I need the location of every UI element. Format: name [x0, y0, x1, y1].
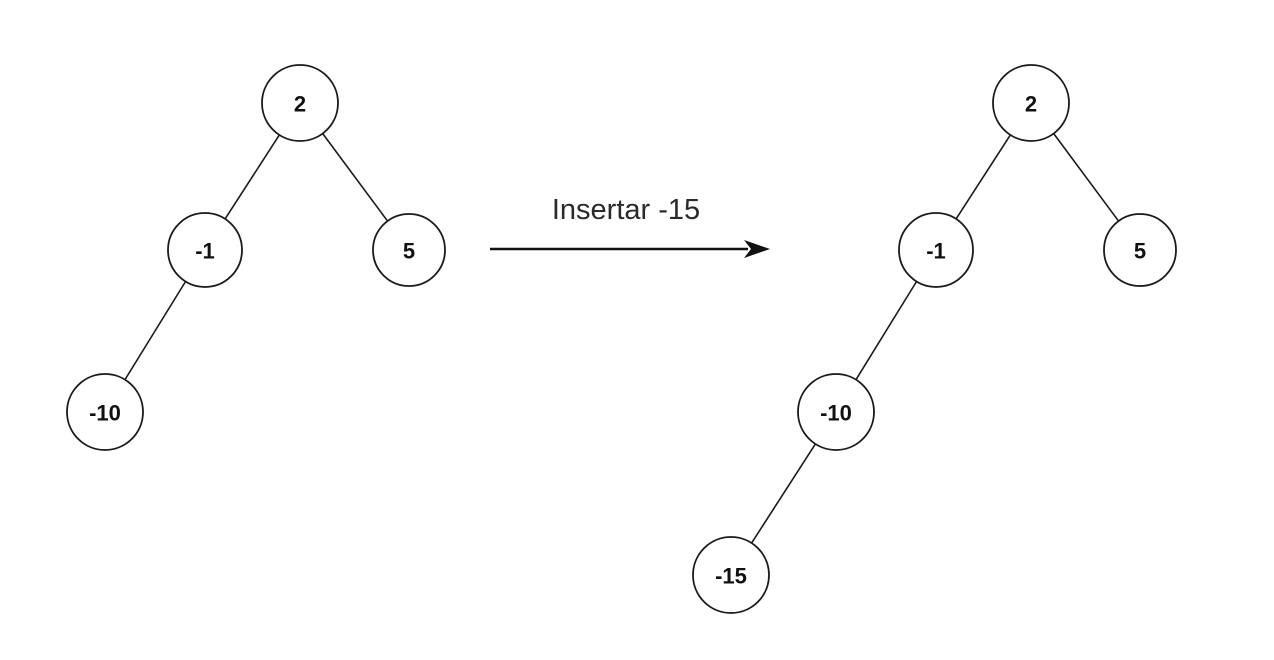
tree-node[interactable]: 2	[261, 64, 339, 142]
tree-node[interactable]: 5	[372, 213, 446, 287]
tree-edge	[321, 132, 389, 222]
tree-node-circle	[66, 373, 144, 451]
tree-edges-layer	[124, 132, 1120, 544]
tree-node-circle	[372, 213, 446, 287]
tree-edge	[750, 443, 817, 544]
tree-node-circle	[261, 64, 339, 142]
tree-node[interactable]: -10	[66, 373, 144, 451]
tree-node-circle	[1103, 213, 1177, 287]
tree-node-circle	[992, 64, 1070, 142]
tree-node[interactable]: -1	[898, 212, 974, 288]
tree-node[interactable]: -1	[167, 212, 243, 288]
transition-arrow-label: Insertar -15	[552, 194, 700, 226]
tree-node-circle	[898, 212, 974, 288]
tree-edge	[124, 280, 187, 381]
tree-node-circle	[167, 212, 243, 288]
tree-edge	[955, 134, 1012, 220]
tree-node-circle	[797, 373, 875, 451]
tree-node-circle	[692, 536, 770, 614]
tree-node[interactable]: 5	[1103, 213, 1177, 287]
tree-edge	[855, 280, 918, 381]
tree-node[interactable]: 2	[992, 64, 1070, 142]
tree-node[interactable]: -15	[692, 536, 770, 614]
transition-arrow-group: Insertar -15	[490, 194, 770, 258]
transition-arrow-head	[744, 240, 770, 258]
tree-node[interactable]: -10	[797, 373, 875, 451]
tree-edge	[224, 134, 281, 220]
tree-edge	[1052, 132, 1120, 222]
